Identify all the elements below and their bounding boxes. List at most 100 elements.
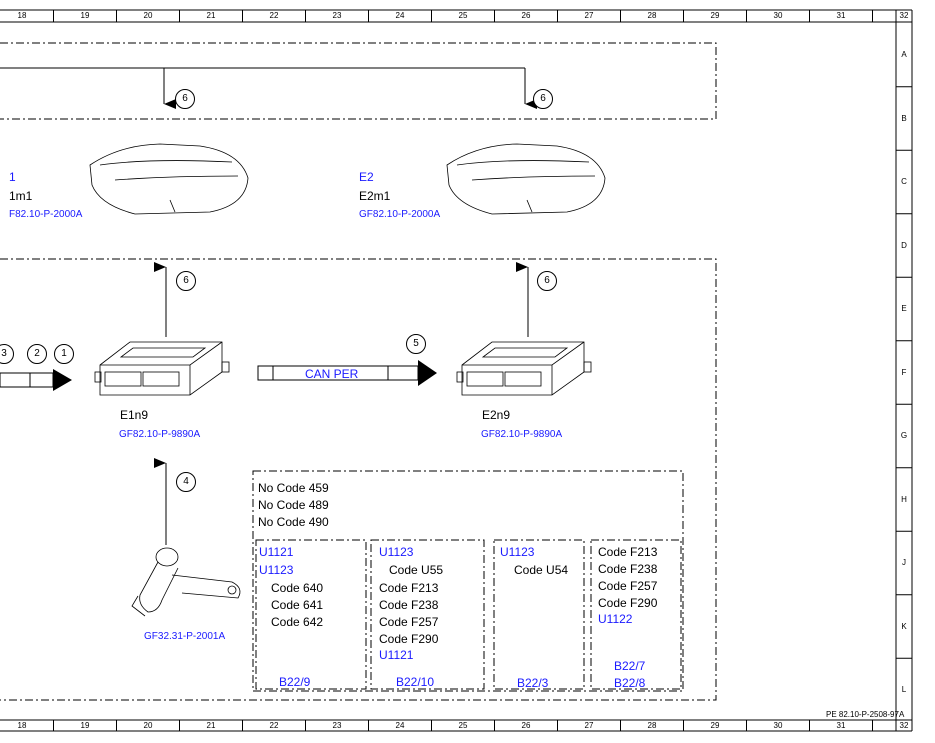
ruler-col-top-23: 23	[332, 11, 342, 20]
conditions-outer	[252, 470, 684, 692]
box2-code-3: Code F238	[379, 598, 439, 612]
control-unit-left-icon	[94, 341, 230, 396]
ruler-col-bottom-25: 25	[458, 721, 468, 730]
marker-6-mid-left: 6	[176, 271, 196, 291]
box3-footer: B22/3	[517, 676, 549, 690]
conditions-box3	[493, 539, 585, 690]
box1-blue-1: U1121	[259, 545, 294, 559]
marker-3: 3	[0, 344, 14, 364]
ruler-row-K: K	[901, 621, 907, 631]
ruler-col-bottom-31: 31	[836, 721, 846, 730]
box1-code-1: Code 640	[271, 581, 324, 595]
box1-footer: B22/9	[279, 675, 311, 689]
ruler-col-bottom-32: 32	[899, 721, 909, 730]
ruler-col-bottom-22: 22	[269, 721, 279, 730]
box3-blue-top: U1123	[500, 545, 535, 559]
headlamp-right-icon	[446, 143, 606, 215]
headlamp-left-sub: 1m1	[9, 189, 33, 203]
can-per-label: CAN PER	[305, 367, 359, 381]
bottom-ruler	[0, 719, 912, 732]
box4-blue: U1122	[598, 612, 633, 626]
headlamp-right-ref[interactable]: GF82.10-P-2000A	[359, 209, 441, 220]
box3-code-1: Code U54	[514, 563, 569, 577]
ruler-col-top-30: 30	[773, 11, 783, 20]
region-main	[0, 258, 717, 701]
ruler-col-top-18: 18	[17, 11, 27, 20]
ruler-col-bottom-28: 28	[647, 721, 657, 730]
control-unit-right-ref[interactable]: GF82.10-P-9890A	[481, 429, 563, 440]
box2-code-5: Code F290	[379, 632, 439, 646]
marker-2: 2	[27, 344, 47, 364]
ruler-col-bottom-30: 30	[773, 721, 783, 730]
ruler-col-top-19: 19	[80, 11, 90, 20]
box2-blue-top: U1123	[379, 545, 414, 559]
sensor-icon	[131, 547, 241, 617]
cond-top-2: No Code 489	[258, 498, 329, 512]
box2-code-4: Code F257	[379, 615, 439, 629]
ruler-col-top-20: 20	[143, 11, 153, 20]
conditions-box2	[370, 539, 485, 690]
ruler-row-F: F	[901, 367, 907, 377]
can-per-arrow	[257, 360, 437, 386]
headlamp-right-id: E2	[359, 170, 374, 184]
box4-code-4: Code F290	[598, 596, 658, 610]
ruler-col-bottom-23: 23	[332, 721, 342, 730]
ruler-col-top-29: 29	[710, 11, 720, 20]
cond-top-3: No Code 490	[258, 515, 329, 529]
top-ruler	[0, 9, 912, 23]
marker-6-top-left: 6	[175, 89, 195, 109]
box1-blue-2: U1123	[259, 563, 294, 577]
marker-5: 5	[406, 334, 426, 354]
ruler-row-G: G	[900, 431, 908, 440]
region-top	[0, 42, 717, 120]
ruler-col-top-31: 31	[836, 11, 846, 20]
ruler-col-top-24: 24	[395, 11, 405, 20]
document-id: PE 82.10-P-2508-97A	[826, 710, 905, 719]
box4-code-1: Code F213	[598, 545, 658, 559]
cond-top-1: No Code 459	[258, 481, 329, 495]
box4-footer-1: B22/7	[614, 659, 646, 673]
box1-code-2: Code 641	[271, 598, 324, 612]
headlamp-left-icon	[89, 143, 249, 215]
ruler-col-bottom-27: 27	[584, 721, 594, 730]
ruler-col-bottom-18: 18	[17, 721, 27, 730]
control-unit-left-ref[interactable]: GF82.10-P-9890A	[119, 429, 201, 440]
box2-code-2: Code F213	[379, 581, 439, 595]
ruler-col-top-27: 27	[584, 11, 594, 20]
ruler-row-J: J	[902, 558, 906, 567]
conditions-box4	[590, 539, 682, 690]
marker-6-top-right: 6	[533, 89, 553, 109]
ruler-row-D: D	[901, 240, 907, 250]
sensor-ref[interactable]: GF32.31-P-2001A	[144, 631, 226, 642]
control-unit-right-icon	[456, 341, 592, 396]
control-unit-right-name: E2n9	[482, 408, 511, 422]
box4-code-2: Code F238	[598, 562, 658, 576]
headlamp-left-ref[interactable]: F82.10-P-2000A	[9, 209, 83, 220]
ruler-col-bottom-29: 29	[710, 721, 720, 730]
marker-4: 4	[176, 472, 196, 492]
headlamp-left-id: 1	[9, 170, 16, 184]
marker-1: 1	[54, 344, 74, 364]
ruler-row-B: B	[901, 113, 907, 123]
ruler-row-C: C	[901, 177, 907, 186]
ruler-col-bottom-21: 21	[206, 721, 216, 730]
ruler-col-bottom-26: 26	[521, 721, 531, 730]
box2-blue-bottom: U1121	[379, 648, 414, 662]
right-ruler	[895, 10, 913, 731]
ruler-row-A: A	[901, 50, 907, 59]
ruler-col-top-28: 28	[647, 11, 657, 20]
ruler-row-L: L	[901, 685, 907, 694]
ruler-col-top-32: 32	[899, 11, 909, 20]
ruler-row-E: E	[901, 304, 907, 313]
ruler-col-bottom-20: 20	[143, 721, 153, 730]
marker-6-mid-right: 6	[537, 271, 557, 291]
ruler-col-bottom-19: 19	[80, 721, 90, 730]
incoming-bus-arrow	[0, 369, 72, 391]
box4-code-3: Code F257	[598, 579, 658, 593]
box4-footer-2: B22/8	[614, 676, 646, 690]
conditions-box1	[255, 539, 367, 690]
ruler-col-top-21: 21	[206, 11, 216, 20]
ruler-row-H: H	[901, 494, 907, 504]
